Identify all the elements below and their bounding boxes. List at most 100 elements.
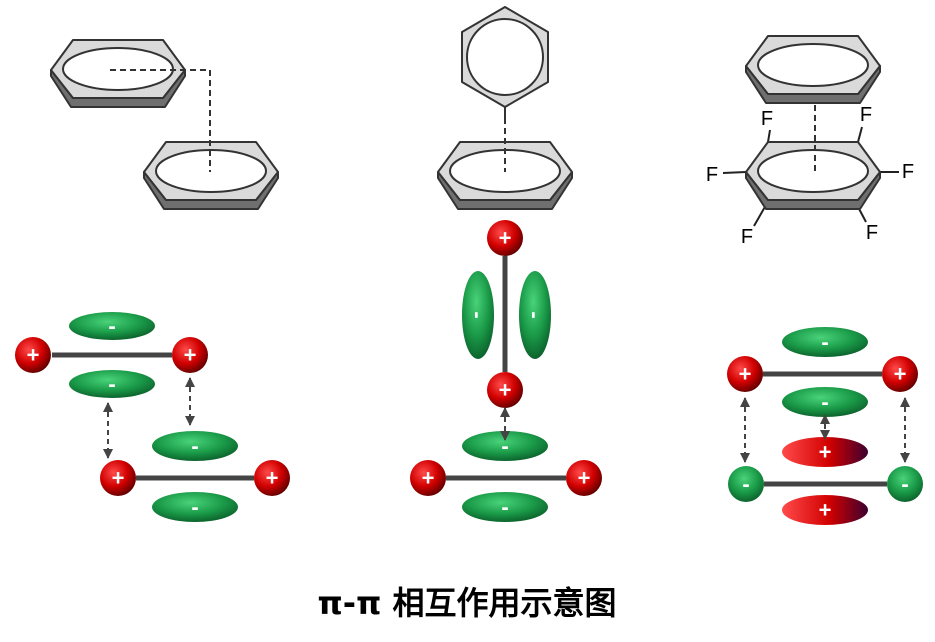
positive-charge: + [882,356,918,392]
positive-charge-circle [100,460,136,496]
negative-lobe-ellipse [462,431,548,461]
negative-pi-lobe: - [462,492,548,522]
positive-charge: + [172,337,208,373]
minus-sign: - [821,330,828,355]
negative-pi-lobe-vertical: - [462,271,494,359]
c-f-bond [857,126,863,143]
c-f-bond [767,129,771,143]
negative-charge: - [728,466,764,502]
fluorine-labels: F F F F F F [706,104,914,248]
negative-lobe-ellipse [782,327,868,357]
minus-sign: - [108,314,115,339]
fluorine-label: F [866,222,878,244]
positive-charge-circle [487,220,523,256]
positive-pi-lobe: + [782,437,868,467]
negative-charge: - [887,466,923,502]
negative-pi-lobe: - [152,431,238,461]
positive-charge: + [100,460,136,496]
fluorine-bonds [722,126,899,227]
negative-lobe-ellipse [69,370,155,398]
plus-sign: + [739,362,752,387]
positive-charge-circle [410,460,446,496]
plus-sign: + [499,226,512,251]
plus-sign: + [184,343,197,368]
negative-lobe-ellipse [462,271,494,359]
minus-sign: - [191,495,198,520]
negative-pi-lobe: - [69,370,155,398]
page-title: π-π 相互作用示意图 [317,584,616,622]
minus-sign: - [466,311,491,318]
negative-charge-circle [887,466,923,502]
c-f-bond [753,204,767,227]
offset-quadrupole-model: - - - - + + + + [15,312,290,522]
ring-inner-circle [757,149,869,193]
minus-sign: - [742,472,749,497]
minus-sign: - [523,311,548,318]
fluorine-label: F [860,104,872,126]
minus-sign: - [501,495,508,520]
negative-lobe-ellipse [152,492,238,522]
negative-pi-lobe: - [152,492,238,522]
plus-sign: + [819,498,832,523]
face-to-face-structure: F F F F F F [706,35,914,248]
positive-charge: + [254,460,290,496]
minus-sign: - [821,390,828,415]
plus-sign: + [422,466,435,491]
centroid-dashed-connector [110,69,211,172]
fluorine-label: F [741,226,753,248]
positive-charge: + [410,460,446,496]
positive-charge: + [487,220,523,256]
positive-pi-lobe: + [782,495,868,525]
negative-lobe-ellipse [152,431,238,461]
fluorine-label: F [761,108,773,130]
positive-charge: + [15,337,51,373]
ring-inner-circle [62,47,174,91]
negative-pi-lobe: - [69,312,155,340]
plus-sign: + [894,362,907,387]
perfluorobenzene-ring [745,141,881,210]
plus-sign: + [819,440,832,465]
positive-charge-circle [487,372,523,408]
benzene-ring-upper [745,35,881,104]
negative-lobe-ellipse [782,387,868,417]
plus-sign: + [499,378,512,403]
minus-sign: - [901,472,908,497]
positive-charge-circle [254,460,290,496]
positive-lobe-ellipse [782,437,868,467]
negative-pi-lobe: - [782,387,868,417]
plus-sign: + [578,466,591,491]
t-shaped-quadrupole-model: - - - - + + + + [410,220,602,522]
negative-lobe-ellipse [462,492,548,522]
negative-lobe-ellipse [519,271,551,359]
negative-pi-lobe: - [462,431,548,461]
positive-charge-circle [882,356,918,392]
face-to-face-quadrupole-model: - - + + + + - - [727,327,923,525]
negative-pi-lobe-vertical: - [519,271,551,359]
fluorine-label: F [902,161,914,183]
plus-sign: + [27,343,40,368]
minus-sign: - [501,434,508,459]
ring-inner-circle [466,18,544,96]
offset-stack-structure [50,39,279,210]
negative-charge-circle [728,466,764,502]
positive-charge: + [566,460,602,496]
plus-sign: + [266,466,279,491]
minus-sign: - [108,372,115,397]
negative-lobe-ellipse [69,312,155,340]
positive-charge-circle [727,356,763,392]
c-f-bond [722,171,747,174]
positive-charge-circle [566,460,602,496]
t-shaped-structure [437,6,573,210]
positive-charge-circle [15,337,51,373]
ring-inner-circle [757,43,869,87]
positive-charge: + [487,372,523,408]
benzene-ring-upper [50,39,186,108]
plus-sign: + [112,466,125,491]
positive-charge: + [727,356,763,392]
benzene-ring-upright [461,6,549,108]
positive-charge-circle [172,337,208,373]
minus-sign: - [191,434,198,459]
fluorine-label: F [706,164,718,186]
positive-lobe-ellipse [782,495,868,525]
